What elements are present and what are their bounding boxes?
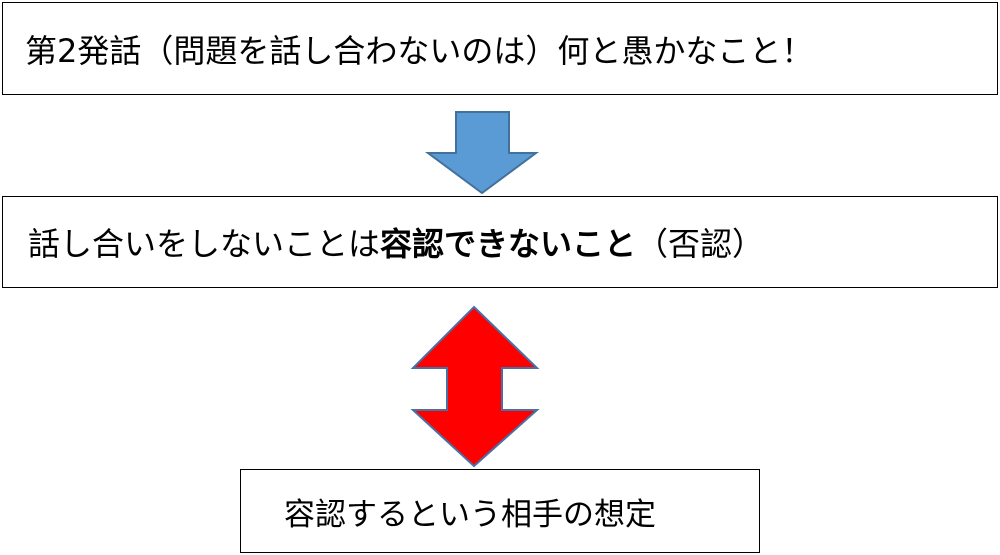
statement-box-bottom: 容認するという相手の想定 [240,469,760,553]
double-arrow-icon [410,305,540,468]
statement-text-bottom: 容認するという相手の想定 [284,496,656,533]
statement-text-middle-bold: 容認できないこと [380,225,637,263]
statement-text-top: 第2発話（問題を話し合わないのは）何と愚かなこと！ [25,31,814,70]
statement-box-top: 第2発話（問題を話し合わないのは）何と愚かなこと！ [2,2,998,95]
statement-text-middle-plain: 話し合いをしないことは [28,225,381,263]
statement-box-middle: 話し合いをしないことは容認できないこと（否認） [2,196,998,288]
down-arrow-icon [424,111,540,195]
statement-text-middle-suffix: （否認） [636,225,765,263]
